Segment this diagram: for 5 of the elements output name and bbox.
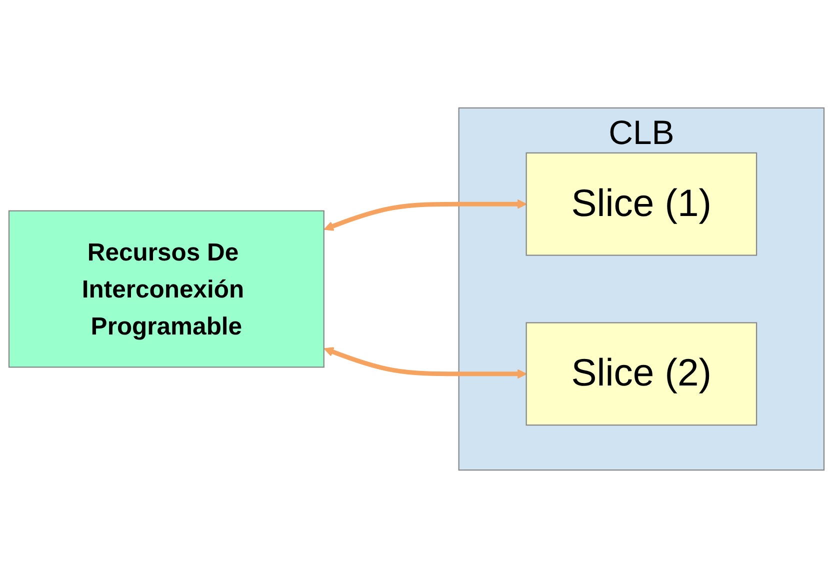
node-box: Slice (1) [526, 152, 758, 256]
node-box: Recursos De Interconexión Programable [8, 210, 324, 368]
node-box: Slice (2) [526, 322, 758, 426]
arrow [324, 199, 527, 231]
arrow [324, 347, 527, 379]
